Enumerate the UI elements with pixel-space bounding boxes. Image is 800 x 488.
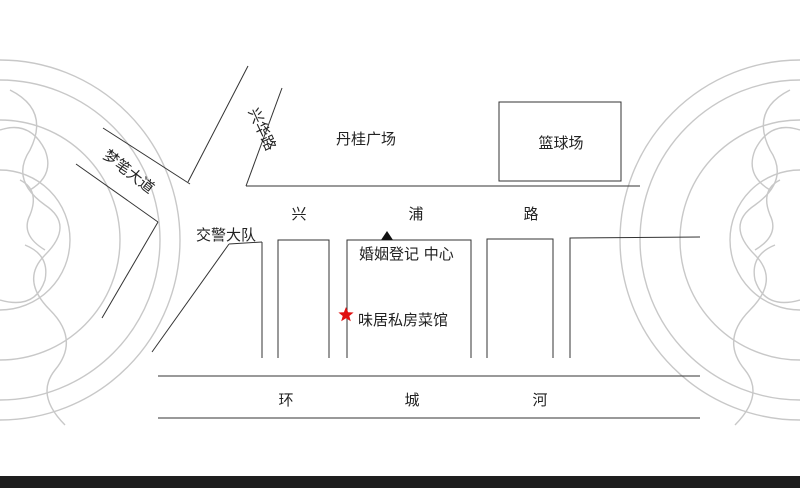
svg-text:兴华路: 兴华路 bbox=[244, 105, 279, 153]
xingpu-road-char-1: 兴 bbox=[291, 205, 306, 223]
right-ornament bbox=[619, 59, 800, 426]
huancheng-river-char-3: 河 bbox=[532, 391, 547, 409]
huancheng-river-char-2: 城 bbox=[404, 391, 419, 409]
restaurant-star-icon bbox=[338, 307, 354, 322]
huancheng-river-char-1: 环 bbox=[278, 391, 293, 409]
marriage-registry-label: 婚姻登记 中心 bbox=[359, 245, 454, 263]
top-margin bbox=[0, 0, 800, 48]
danggui-square-label: 丹桂广场 bbox=[336, 130, 396, 148]
basketball-court-box bbox=[498, 101, 622, 182]
registry-marker-icon bbox=[381, 231, 393, 240]
xinghua-road-label: 兴华路 bbox=[244, 105, 279, 153]
traffic-police-label: 交警大队 bbox=[196, 226, 256, 244]
restaurant-label: 味居私房菜馆 bbox=[358, 311, 448, 329]
xingpu-road-char-2: 浦 bbox=[408, 205, 423, 223]
bottom-margin bbox=[0, 476, 800, 488]
road-lines bbox=[75, 65, 701, 419]
left-ornament bbox=[0, 59, 181, 426]
xingpu-road-char-3: 路 bbox=[523, 205, 538, 223]
basketball-court-label: 篮球场 bbox=[538, 134, 583, 152]
